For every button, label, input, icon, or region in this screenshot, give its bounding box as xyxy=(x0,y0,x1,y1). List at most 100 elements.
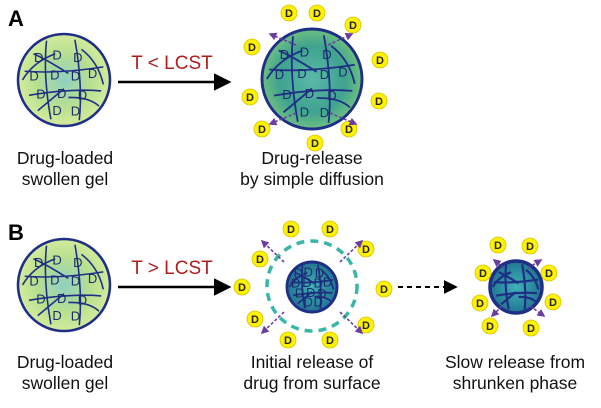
drug-molecule: D xyxy=(251,250,269,268)
polymer-chain xyxy=(74,244,82,326)
polymer-chain xyxy=(44,40,52,120)
encapsulated-drug-label: D xyxy=(29,273,38,288)
svg-text:D: D xyxy=(479,268,487,280)
release-arrow xyxy=(527,259,543,269)
svg-text:D: D xyxy=(256,254,264,266)
encapsulated-drug-label: D xyxy=(297,66,306,81)
drug-molecule: D xyxy=(489,236,507,254)
svg-text:D: D xyxy=(313,8,321,20)
condition-label: T < LCST xyxy=(131,53,213,74)
drug-molecule: D xyxy=(279,331,297,349)
drug-molecule: D xyxy=(370,92,388,110)
drug-molecule: D xyxy=(371,51,389,69)
release-arrows xyxy=(260,32,546,335)
svg-text:D: D xyxy=(345,124,353,136)
polymer-chain xyxy=(295,271,315,285)
svg-text:D: D xyxy=(258,124,266,136)
encapsulated-drug-label: D xyxy=(71,308,80,323)
svg-text:D: D xyxy=(349,20,357,32)
encapsulated-drug-label: D xyxy=(50,67,59,82)
encapsulated-drug-label: D xyxy=(78,293,87,308)
encapsulated-drug-label: D xyxy=(50,272,59,287)
polymer-chain xyxy=(290,36,299,122)
encapsulated-drug-label: D xyxy=(78,88,87,103)
caption-line-1: Drug-loaded xyxy=(17,352,113,372)
polymer-chain xyxy=(317,264,322,309)
drug-molecule: D xyxy=(241,88,259,106)
release-arrow xyxy=(529,305,546,317)
encapsulated-drug-label: D xyxy=(306,285,315,300)
caption-line-2: shrunken phase xyxy=(453,373,578,393)
polymer-chain xyxy=(322,35,331,123)
encapsulated-drug-label: D xyxy=(73,50,82,65)
polymer-chain xyxy=(24,271,104,278)
svg-text:D: D xyxy=(248,42,256,54)
svg-text:D: D xyxy=(251,314,259,326)
svg-text:D: D xyxy=(238,282,246,294)
drug-molecule: D xyxy=(544,293,562,311)
drug-molecule: D xyxy=(522,319,540,337)
encapsulated-drug-label: D xyxy=(71,103,80,118)
polymer-chain xyxy=(28,294,102,302)
release-arrow xyxy=(492,259,505,269)
release-arrow xyxy=(260,239,285,263)
svg-text:D: D xyxy=(287,224,295,236)
polymer-chain xyxy=(301,265,306,309)
drug-molecule: D xyxy=(233,278,251,296)
encapsulated-drug-label: D xyxy=(34,255,43,270)
encapsulated-drug-label: D xyxy=(314,276,323,291)
polymer-chain xyxy=(74,39,82,121)
encapsulated-drug-label: D xyxy=(52,103,61,118)
encapsulated-drug-label: D xyxy=(275,67,284,82)
drug-molecule: D xyxy=(344,16,362,34)
drug-molecule: D xyxy=(253,120,271,138)
drug-molecule: D xyxy=(243,38,261,56)
encapsulated-drug-label: D xyxy=(280,47,289,62)
polymer-chain xyxy=(521,264,527,310)
caption-line-1: Drug-loaded xyxy=(17,148,113,168)
polymer-chain xyxy=(297,291,313,305)
polymer-chain xyxy=(288,271,308,288)
polymer-chain xyxy=(292,291,333,297)
svg-text:D: D xyxy=(311,138,319,150)
polymer-chain xyxy=(500,291,517,306)
encapsulated-drug-label: D xyxy=(57,291,66,306)
polymer-chain xyxy=(525,268,540,290)
release-arrow xyxy=(339,311,364,335)
svg-text:D: D xyxy=(486,321,494,333)
encapsulated-drug-label: D xyxy=(317,286,326,301)
caption-line-1: Slow release from xyxy=(445,352,585,372)
encapsulated-drug-label: D xyxy=(73,255,82,270)
encapsulated-drug-label: D xyxy=(88,66,97,81)
drug-molecule: D xyxy=(481,317,499,335)
polymer-chain xyxy=(278,49,318,73)
polymer-chain xyxy=(282,87,313,113)
condition-label: T > LCST xyxy=(131,258,213,279)
polymer-chain xyxy=(80,253,105,290)
encapsulated-drug-label: D xyxy=(52,48,61,63)
polymer-chain xyxy=(21,258,56,286)
encapsulated-drug-label: D xyxy=(314,295,323,310)
drug-molecule: D xyxy=(280,4,298,22)
polymer-chain xyxy=(320,269,335,290)
drug-molecule: D xyxy=(282,220,300,238)
encapsulated-drug-label: D xyxy=(304,294,313,309)
encapsulated-drug-label: D xyxy=(320,105,329,120)
polymer-chain xyxy=(504,264,510,310)
polymer-chain xyxy=(37,293,65,317)
caption-line-2: swollen gel xyxy=(22,373,109,393)
polymer-chain xyxy=(518,295,537,303)
release-arrow xyxy=(327,33,354,46)
encapsulated-drug-label: D xyxy=(315,266,324,281)
polymer-chain xyxy=(80,48,105,85)
svg-text:D: D xyxy=(549,297,557,309)
drug-molecule: D xyxy=(246,310,264,328)
polymer-chain xyxy=(33,258,69,280)
svg-text:D: D xyxy=(246,92,254,104)
drug-molecule: D xyxy=(308,4,326,22)
caption-line-2: swollen gel xyxy=(22,169,109,189)
drug-molecule: D xyxy=(321,220,339,238)
polymer-chain xyxy=(498,271,520,285)
drug-molecule: D xyxy=(471,294,489,312)
